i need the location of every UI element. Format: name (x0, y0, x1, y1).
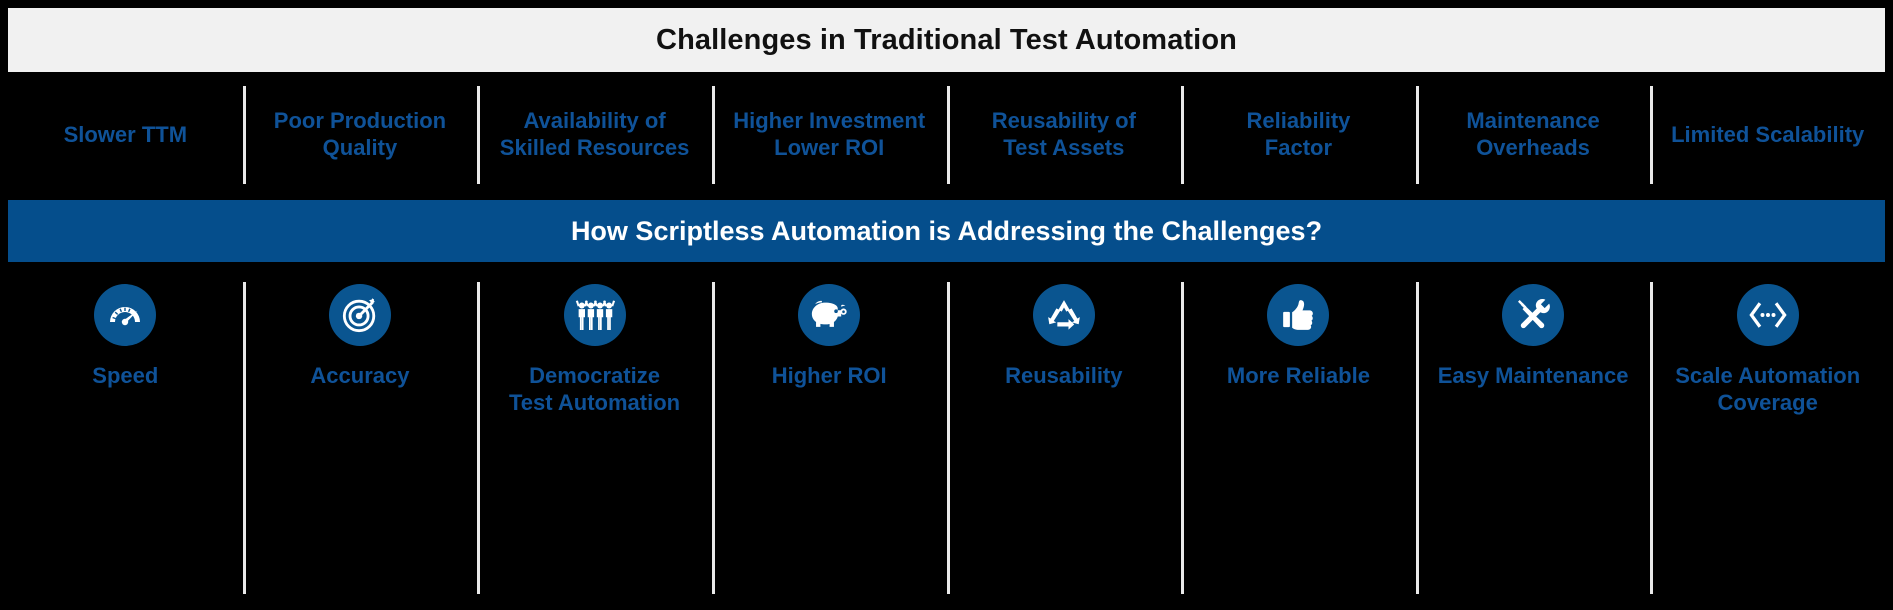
tools-wrench-screwdriver-icon (1502, 284, 1565, 346)
benefit-label: Easy Maintenance (1438, 363, 1629, 390)
benefit-label: Higher ROI (772, 363, 887, 390)
recycle-icon (1032, 284, 1095, 346)
benefit-label-line1: Speed (92, 363, 159, 388)
challenge-label-line2: Quality (322, 135, 398, 160)
speedometer-icon (94, 284, 157, 346)
challenge-cell-reliability-factor: Reliability Factor (1181, 80, 1416, 190)
challenge-label-line1: Poor Production (273, 108, 447, 134)
challenge-label-line2: Lower ROI (774, 135, 885, 160)
challenge-cell-availability-of-skilled-resources: Availability of Skilled Resources (477, 80, 712, 190)
challenge-label-line2: Factor (1264, 135, 1333, 160)
challenge-cell-reusability-of-test-assets: Reusability of Test Assets (946, 80, 1182, 190)
challenge-cell-poor-production-quality: Poor Production Quality (242, 80, 478, 190)
benefit-label-line2: Coverage (1717, 389, 1818, 415)
challenge-label-line2: Skilled Resources (499, 135, 690, 160)
challenge-label-line1: Availability of (523, 108, 666, 134)
benefit-label: More Reliable (1227, 363, 1370, 390)
benefit-cell-reusability: Reusability (946, 276, 1182, 602)
challenge-label: Slower TTM (64, 122, 187, 149)
benefit-label: Speed (92, 363, 158, 390)
benefit-label-line1: Accuracy (310, 363, 410, 388)
benefit-label: Reusability (1005, 363, 1122, 390)
benefit-label: Accuracy (310, 363, 409, 390)
challenge-cell-maintenance-overheads: Maintenance Overheads (1415, 80, 1651, 190)
scriptless-automation-banner: How Scriptless Automation is Addressing … (8, 200, 1885, 262)
piggy-bank-icon (798, 284, 861, 346)
challenge-label-line1: Maintenance (1466, 108, 1600, 134)
challenge-label: Maintenance Overheads (1466, 108, 1599, 162)
challenge-label-line2: Test Assets (1003, 135, 1125, 160)
code-expand-arrows-icon (1736, 284, 1799, 346)
thumbs-up-icon (1267, 284, 1330, 346)
challenge-label: Reliability Factor (1246, 108, 1350, 162)
challenge-label: Reusability of Test Assets (992, 108, 1136, 162)
challenge-cell-higher-investment-lower-roi: Higher Investment Lower ROI (711, 80, 947, 190)
challenges-row: Slower TTM Poor Production Quality Avail… (8, 80, 1885, 190)
benefits-row: Speed Accuracy (8, 276, 1885, 602)
header-bar: Challenges in Traditional Test Automatio… (8, 8, 1885, 72)
challenge-cell-slower-ttm: Slower TTM (8, 80, 243, 190)
benefit-label-line1: More Reliable (1226, 363, 1370, 388)
benefit-cell-accuracy: Accuracy (242, 276, 478, 602)
challenge-label-line1: Reliability (1246, 108, 1351, 134)
challenge-cell-limited-scalability: Limited Scalability (1650, 80, 1885, 190)
benefit-label: Democratize Test Automation (509, 363, 680, 417)
benefit-label-line2: Test Automation (509, 389, 681, 415)
benefit-label-line1: Higher ROI (771, 363, 887, 388)
challenge-label: Availability of Skilled Resources (500, 108, 690, 162)
challenge-label: Limited Scalability (1671, 122, 1864, 149)
challenge-label-line1: Higher Investment (733, 108, 926, 134)
banner-title: How Scriptless Automation is Addressing … (570, 215, 1323, 246)
benefit-label-line1: Democratize (529, 363, 660, 388)
challenge-label: Poor Production Quality (274, 108, 446, 162)
benefit-label: Scale Automation Coverage (1675, 363, 1860, 417)
benefit-cell-easy-maintenance: Easy Maintenance (1415, 276, 1651, 602)
challenge-label: Higher Investment Lower ROI (733, 108, 925, 162)
challenge-label-line1: Limited Scalability (1671, 121, 1865, 147)
challenge-label-line2: Overheads (1476, 135, 1590, 160)
benefit-label-line1: Easy Maintenance (1437, 363, 1629, 388)
challenge-label-line1: Reusability of (991, 108, 1136, 134)
benefit-label-line1: Reusability (1005, 363, 1123, 388)
benefit-cell-more-reliable: More Reliable (1181, 276, 1416, 602)
challenge-label-line1: Slower TTM (63, 121, 188, 147)
people-group-icon (563, 284, 626, 346)
benefit-cell-democratize-test-automation: Democratize Test Automation (477, 276, 712, 602)
benefit-label-line1: Scale Automation (1675, 363, 1861, 388)
page-title: Challenges in Traditional Test Automatio… (656, 23, 1237, 56)
benefit-cell-speed: Speed (8, 276, 243, 602)
benefit-cell-scale-automation-coverage: Scale Automation Coverage (1650, 276, 1885, 602)
benefit-cell-higher-roi: Higher ROI (711, 276, 947, 602)
target-arrow-icon (328, 284, 391, 346)
